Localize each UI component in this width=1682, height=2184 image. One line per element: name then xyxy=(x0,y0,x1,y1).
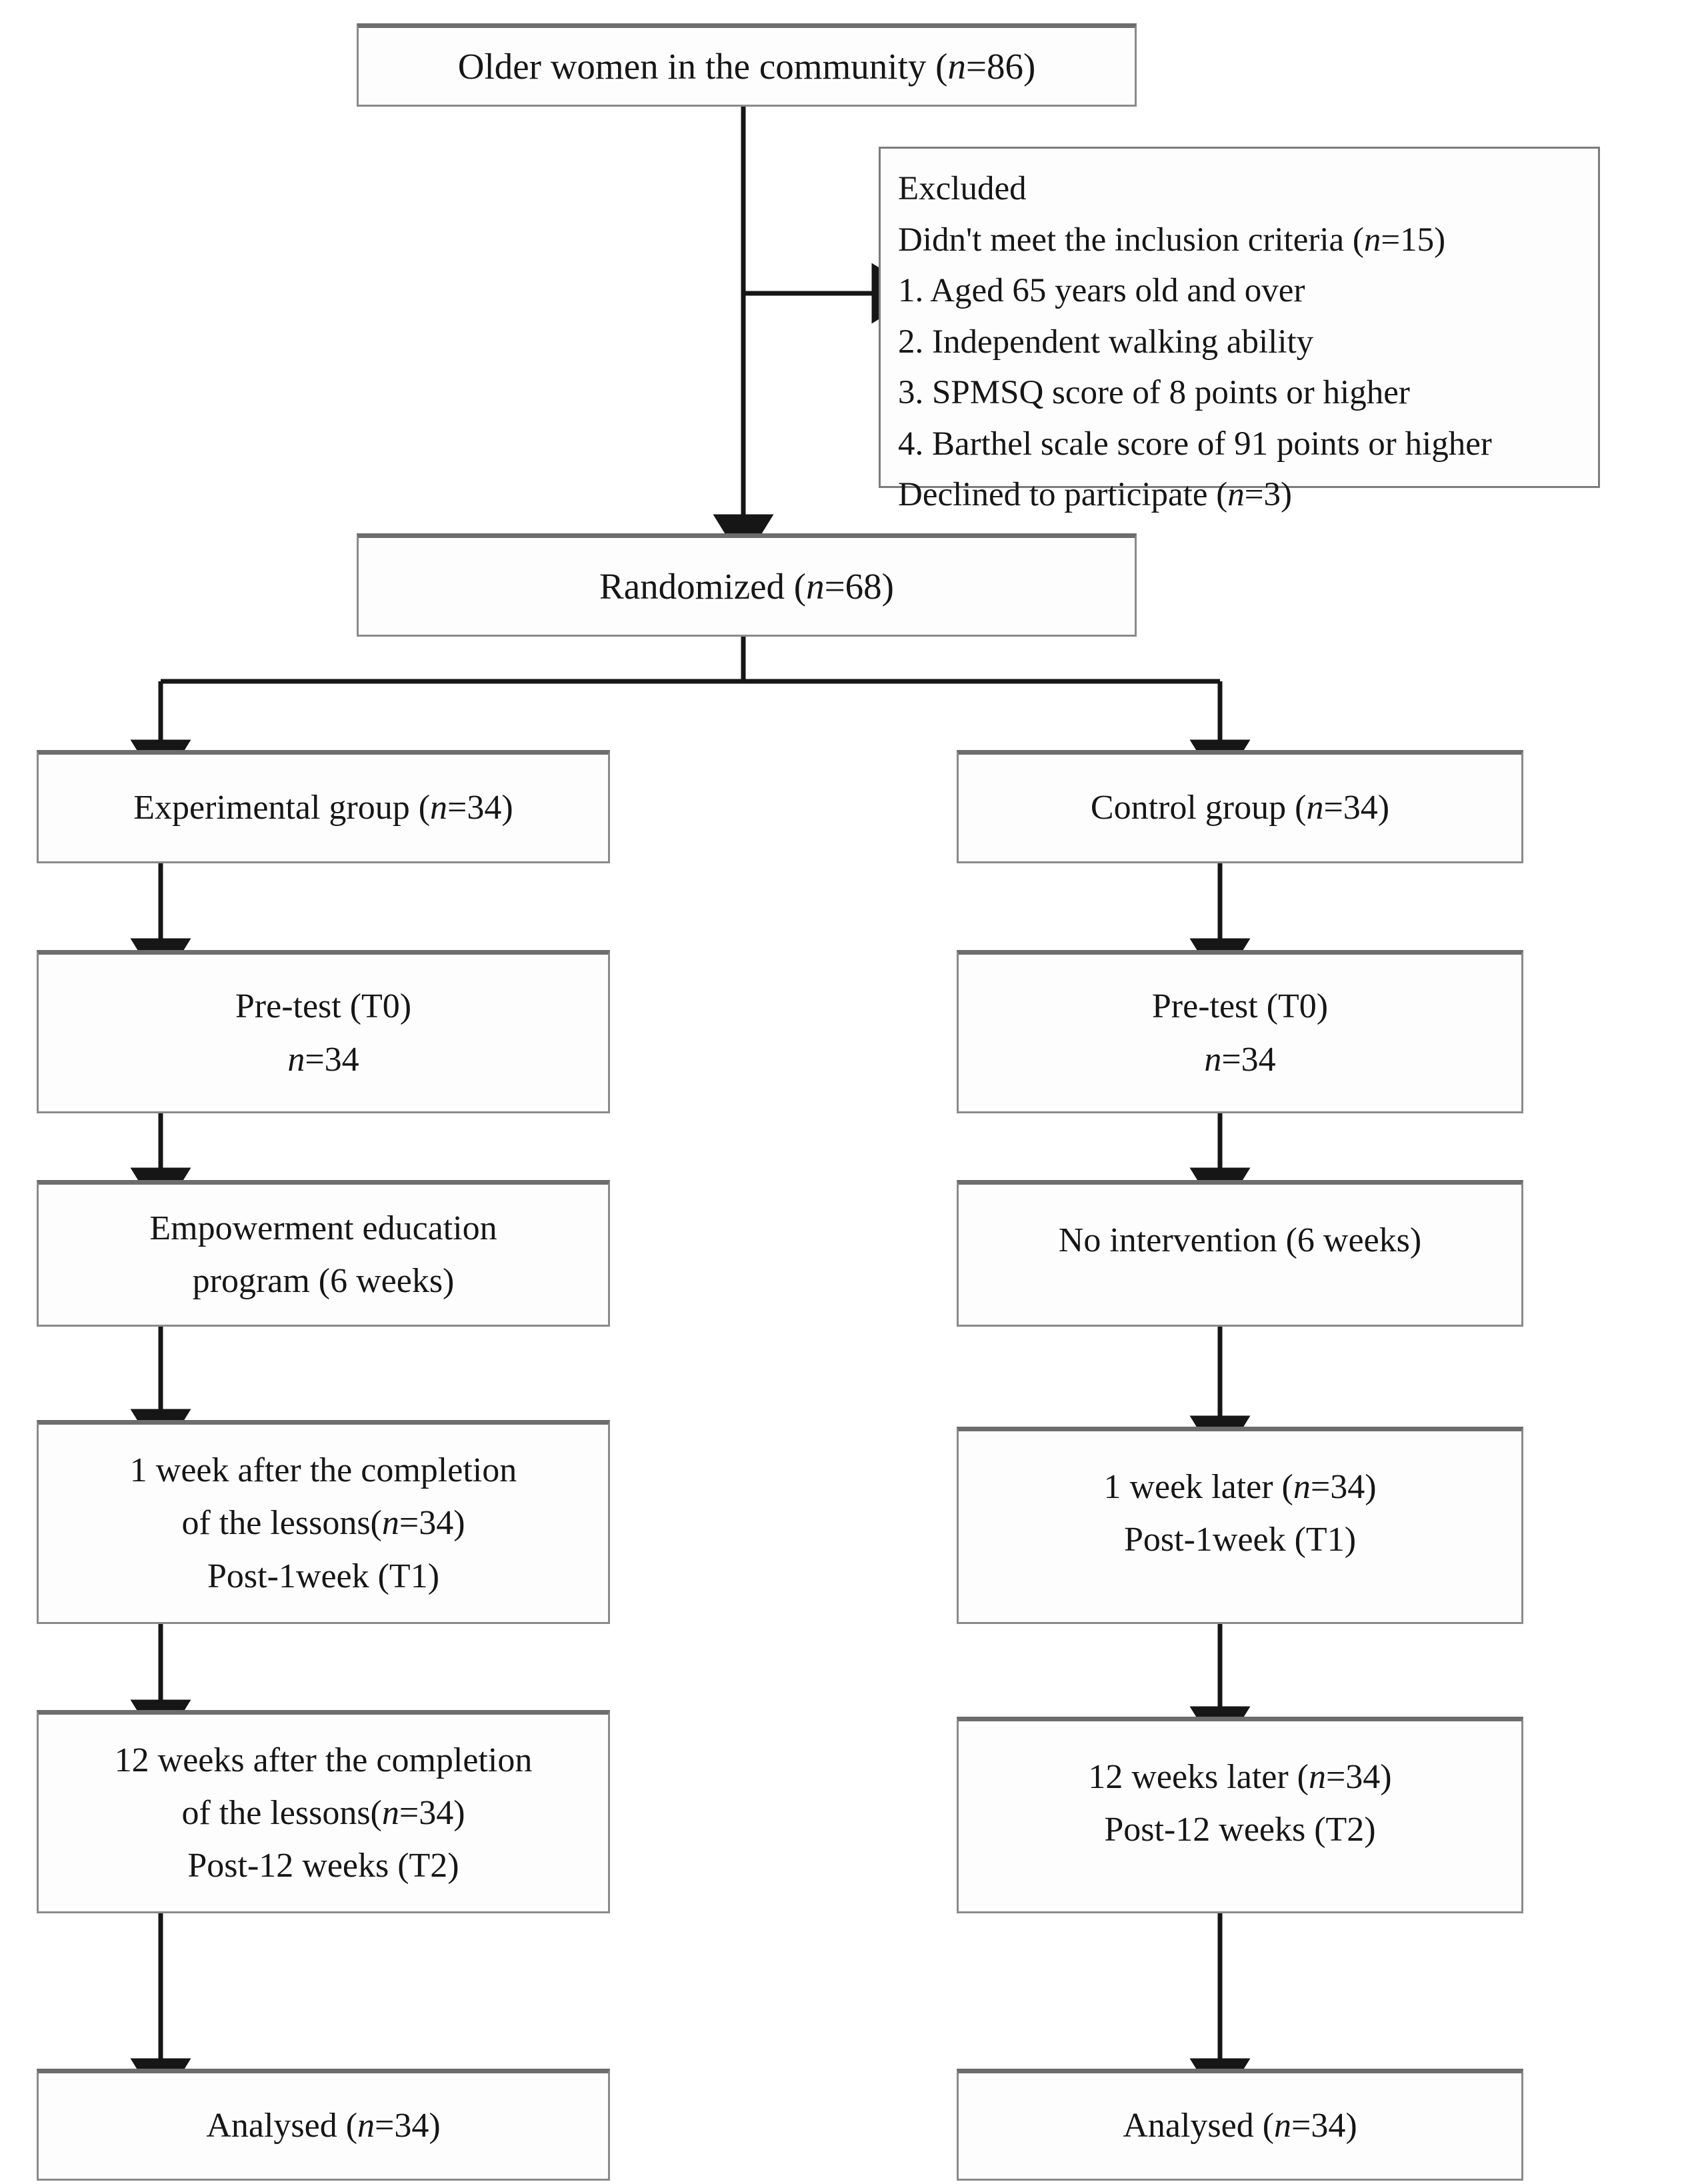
node-enrollment[interactable]: Older women in the community (n=86) xyxy=(357,23,1137,107)
node-control-intervention[interactable]: No intervention (6 weeks) xyxy=(957,1180,1523,1327)
excluded-heading: Excluded xyxy=(898,170,1027,207)
node-control-pretest[interactable]: Pre-test (T0) n=34 xyxy=(957,950,1523,1113)
node-control-group-label: Control group (n=34) xyxy=(1090,789,1390,827)
node-control-t1[interactable]: 1 week later (n=34) Post-1week (T1) xyxy=(957,1427,1523,1624)
ctl-intervention-line1: No intervention (6 weeks) xyxy=(1058,1221,1422,1259)
exp-t1-line3: Post-1week (T1) xyxy=(207,1557,440,1595)
ctl-pretest-line2: n=34 xyxy=(1204,1040,1276,1079)
ctl-t1-line1: 1 week later (n=34) xyxy=(1103,1468,1377,1506)
node-enrollment-label: Older women in the community (n=86) xyxy=(457,45,1036,87)
node-randomized[interactable]: Randomized (n=68) xyxy=(357,533,1137,637)
exp-intervention-line2: program (6 weeks) xyxy=(192,1262,455,1300)
node-experimental-group-label: Experimental group (n=34) xyxy=(133,789,513,827)
exp-pretest-line2: n=34 xyxy=(287,1040,359,1079)
excluded-declined: Declined to participate (n=3) xyxy=(898,476,1292,513)
node-experimental-pretest[interactable]: Pre-test (T0) n=34 xyxy=(37,950,610,1113)
exp-intervention-line1: Empowerment education xyxy=(149,1209,497,1247)
node-randomized-label: Randomized (n=68) xyxy=(599,565,894,607)
ctl-t2-line1: 12 weeks later (n=34) xyxy=(1088,1758,1392,1796)
ctl-t2-line2: Post-12 weeks (T2) xyxy=(1104,1811,1376,1849)
excluded-criterion-3: 3. SPMSQ score of 8 points or higher xyxy=(898,374,1410,411)
excluded-criteria-count: Didn't meet the inclusion criteria (n=15… xyxy=(898,221,1446,259)
ctl-pretest-line1: Pre-test (T0) xyxy=(1151,987,1329,1026)
node-control-t2[interactable]: 12 weeks later (n=34) Post-12 weeks (T2) xyxy=(957,1717,1523,1913)
exp-t2-line3: Post-12 weeks (T2) xyxy=(187,1847,459,1885)
excluded-criterion-1: 1. Aged 65 years old and over xyxy=(898,272,1305,309)
exp-t2-line1: 12 weeks after the completion xyxy=(114,1741,533,1779)
exp-analysed-label: Analysed (n=34) xyxy=(206,2107,441,2145)
ctl-t1-line2: Post-1week (T1) xyxy=(1123,1521,1357,1559)
node-experimental-t1[interactable]: 1 week after the completion of the lesso… xyxy=(37,1420,610,1624)
excluded-criterion-4: 4. Barthel scale score of 91 points or h… xyxy=(898,425,1492,463)
ctl-analysed-label: Analysed (n=34) xyxy=(1123,2107,1357,2145)
exp-pretest-line1: Pre-test (T0) xyxy=(235,987,412,1026)
node-experimental-analysed[interactable]: Analysed (n=34) xyxy=(37,2069,610,2181)
node-control-analysed[interactable]: Analysed (n=34) xyxy=(957,2069,1523,2181)
node-experimental-intervention[interactable]: Empowerment education program (6 weeks) xyxy=(37,1180,610,1327)
node-experimental-group[interactable]: Experimental group (n=34) xyxy=(37,750,610,863)
node-excluded[interactable]: Excluded Didn't meet the inclusion crite… xyxy=(879,147,1600,513)
exp-t1-line1: 1 week after the completion xyxy=(129,1451,517,1490)
exp-t2-line2: of the lessons(n=34) xyxy=(181,1793,465,1832)
excluded-criterion-2: 2. Independent walking ability xyxy=(898,323,1314,361)
node-experimental-t2[interactable]: 12 weeks after the completion of the les… xyxy=(37,1710,610,1913)
node-control-group[interactable]: Control group (n=34) xyxy=(957,750,1523,863)
exp-t1-line2: of the lessons(n=34) xyxy=(181,1504,465,1543)
